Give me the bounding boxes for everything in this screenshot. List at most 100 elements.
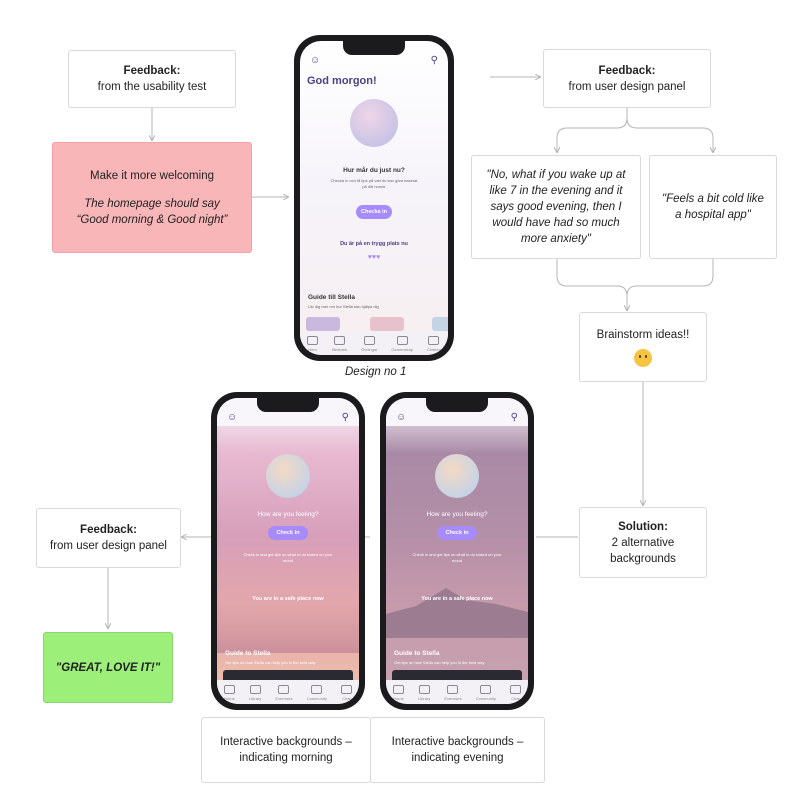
design-caption: Design no 1 xyxy=(345,366,406,378)
feedback-title: Feedback: xyxy=(80,522,137,538)
home-icon xyxy=(224,685,235,694)
profile-icon[interactable]: ☺ xyxy=(310,55,320,66)
nav-community[interactable]: Community xyxy=(476,685,496,701)
greeting-title: God morgon! xyxy=(307,75,448,87)
make-it-welcoming-box: Make it more welcoming The homepage shou… xyxy=(52,142,252,253)
safe-place-text: You are in a safe place now xyxy=(217,596,359,602)
great-love-it-box: "GREAT, LOVE IT!" xyxy=(43,632,173,703)
feedback-panel-top-box: Feedback: from user design panel xyxy=(543,49,711,108)
guide-subtitle: Get tips on how Stella can help you in t… xyxy=(394,660,528,665)
nav-label: Bibliotek xyxy=(332,347,347,352)
nav-community[interactable]: Gemenskap xyxy=(391,336,413,352)
book-icon xyxy=(419,685,430,694)
nav-library[interactable]: Library xyxy=(249,685,261,701)
feedback-title: Feedback: xyxy=(124,63,181,79)
checkin-button[interactable]: Checka in xyxy=(356,205,392,219)
guide-card[interactable] xyxy=(370,317,404,331)
mood-question: How are you feeling? xyxy=(217,511,359,518)
book-icon xyxy=(250,685,261,694)
search-icon[interactable]: ⚲ xyxy=(511,412,518,423)
nav-home[interactable]: Hem xyxy=(307,336,318,352)
bottom-nav: Hem Bibliotek Övningar Gemenskap Chatten xyxy=(300,331,448,355)
nav-home[interactable]: Home xyxy=(393,685,404,701)
phone-notch xyxy=(426,398,488,412)
search-icon[interactable]: ⚲ xyxy=(342,412,349,423)
exercise-icon xyxy=(447,685,458,694)
feedback-subtitle: from user design panel xyxy=(569,79,686,95)
nav-label: Home xyxy=(224,696,235,701)
phone-screen: ☺ ⚲ How are you feeling? Check in Check … xyxy=(386,398,528,704)
bottom-nav: Home Library Exercises Community Chat xyxy=(217,680,359,704)
search-icon[interactable]: ⚲ xyxy=(431,55,438,66)
quote-evening-text: "No, what if you wake up at like 7 in th… xyxy=(480,167,632,247)
feedback-panel-bottom-box: Feedback: from user design panel xyxy=(36,508,181,568)
checkin-description: Check in and get tips on what to do base… xyxy=(239,552,337,564)
chat-icon xyxy=(510,685,521,694)
checkin-button[interactable]: Check in xyxy=(268,526,308,540)
welcoming-line2: The homepage should say xyxy=(84,196,220,212)
nav-chat[interactable]: Chatten xyxy=(427,336,441,352)
nav-exercises[interactable]: Exercises xyxy=(444,685,461,701)
evening-caption-box: Interactive backgrounds – indicating eve… xyxy=(370,717,545,783)
quote-hospital-text: "Feels a bit cold like a hospital app" xyxy=(658,191,768,223)
guide-title: Guide to Stella xyxy=(394,650,528,657)
guide-card[interactable] xyxy=(432,317,448,331)
community-icon xyxy=(480,685,491,694)
solution-title: Solution: xyxy=(618,519,668,535)
mountain-landscape xyxy=(217,603,359,653)
welcoming-line1: Make it more welcoming xyxy=(90,168,214,184)
nav-label: Gemenskap xyxy=(391,347,413,352)
quote-hospital-box: "Feels a bit cold like a hospital app" xyxy=(649,155,777,259)
mood-orb xyxy=(266,454,310,498)
nav-home[interactable]: Home xyxy=(224,685,235,701)
bottom-nav: Home Library Exercises Community Chat xyxy=(386,680,528,704)
arrow-quote2-to-brainstorm xyxy=(627,258,713,296)
nav-label: Chat xyxy=(342,696,350,701)
nav-chat[interactable]: Chat xyxy=(341,685,352,701)
mood-orb xyxy=(435,454,479,498)
nav-exercises[interactable]: Övningar xyxy=(361,336,377,352)
solution-box: Solution: 2 alternative backgrounds xyxy=(579,507,707,578)
phone-notch xyxy=(343,41,405,55)
hearts-icon: ♥♥♥ xyxy=(300,254,448,261)
phone-design-1: ☺ ⚲ God morgon! Hur mår du just nu? Chec… xyxy=(294,35,454,361)
feedback-subtitle: from user design panel xyxy=(50,538,167,554)
nav-label: Chat xyxy=(511,696,519,701)
brainstorm-text: Brainstorm ideas!! xyxy=(597,327,690,343)
community-icon xyxy=(397,336,408,345)
brainstorm-box: Brainstorm ideas!! xyxy=(579,312,707,382)
evening-caption-text: Interactive backgrounds – indicating eve… xyxy=(385,734,530,766)
morning-caption-text: Interactive backgrounds – indicating mor… xyxy=(216,734,356,766)
quote-evening-box: "No, what if you wake up at like 7 in th… xyxy=(471,155,641,259)
nav-library[interactable]: Bibliotek xyxy=(332,336,347,352)
book-icon xyxy=(334,336,345,345)
mood-orb xyxy=(350,99,398,147)
phone-morning: ☺ ⚲ How are you feeling? Check in Check … xyxy=(211,392,365,710)
safe-place-text: You are in a safe place now xyxy=(386,596,528,602)
guide-card[interactable] xyxy=(306,317,340,331)
checkin-description: Checka in och få tips på vad du kan göra… xyxy=(330,178,418,190)
profile-icon[interactable]: ☺ xyxy=(396,412,406,423)
arrow-panel-to-quote2 xyxy=(627,118,713,152)
nav-label: Hem xyxy=(308,347,316,352)
checkin-button[interactable]: Check in xyxy=(437,526,477,540)
phone-screen: ☺ ⚲ How are you feeling? Check in Check … xyxy=(217,398,359,704)
solution-line1: 2 alternative xyxy=(612,535,675,551)
solution-line2: backgrounds xyxy=(610,551,676,567)
nav-label: Exercises xyxy=(275,696,292,701)
chat-icon xyxy=(341,685,352,694)
welcoming-line3: “Good morning & Good night” xyxy=(77,212,228,228)
nav-exercises[interactable]: Exercises xyxy=(275,685,292,701)
feedback-title: Feedback: xyxy=(599,63,656,79)
nav-library[interactable]: Library xyxy=(418,685,430,701)
feedback-subtitle: from the usability test xyxy=(98,79,207,95)
exercise-icon xyxy=(364,336,375,345)
mood-question: Hur mår du just nu? xyxy=(300,167,448,174)
nav-community[interactable]: Community xyxy=(307,685,327,701)
nav-chat[interactable]: Chat xyxy=(510,685,521,701)
nav-label: Exercises xyxy=(444,696,461,701)
nav-label: Community xyxy=(476,696,496,701)
profile-icon[interactable]: ☺ xyxy=(227,412,237,423)
guide-subtitle: Lär dig mer om hur Stella kan hjälpa dig xyxy=(308,304,448,309)
great-text: "GREAT, LOVE IT!" xyxy=(56,660,160,676)
